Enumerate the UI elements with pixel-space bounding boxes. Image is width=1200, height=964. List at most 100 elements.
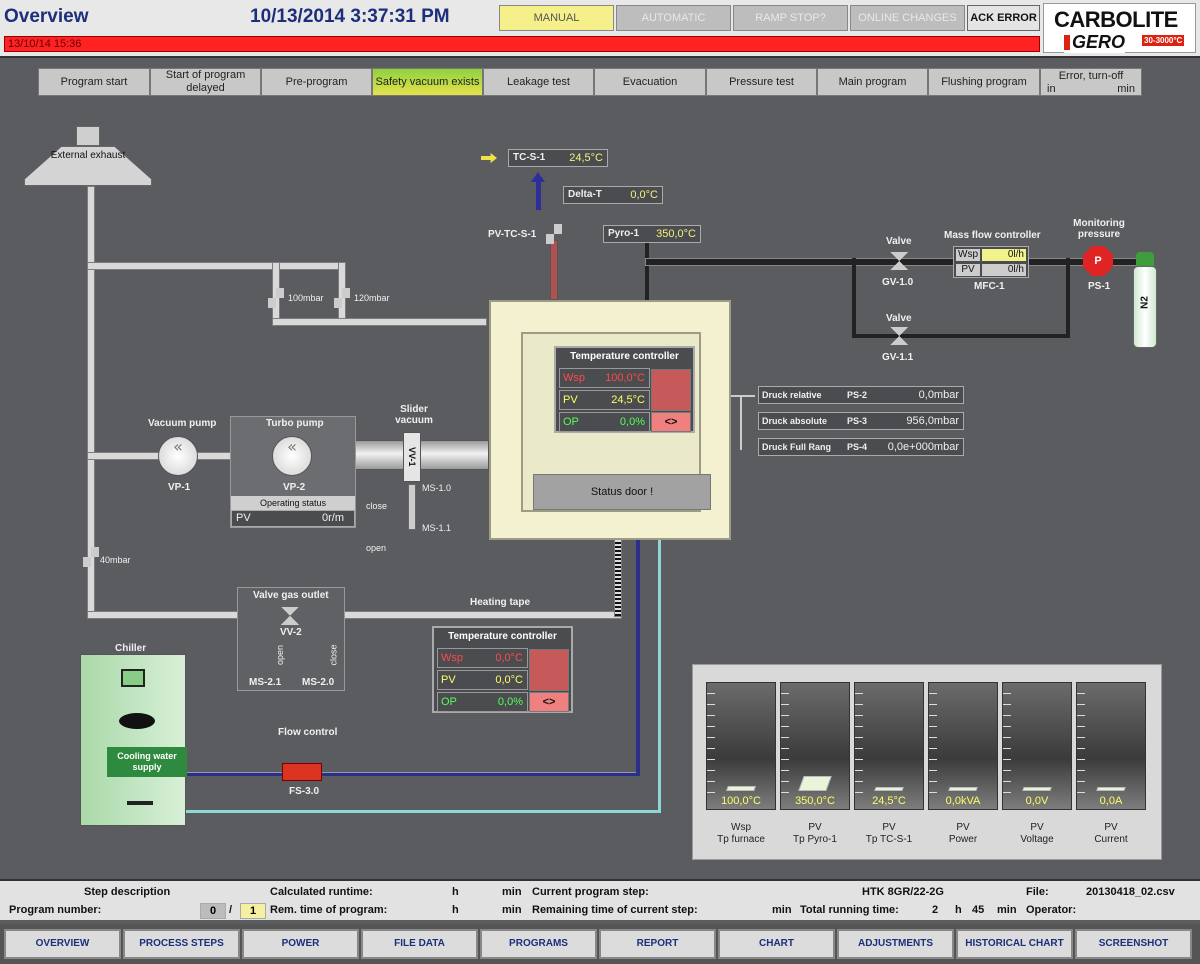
gauge-value: 100,0°C [721,795,761,807]
header: Overview 10/13/2014 3:37:31 PM MANUAL AU… [0,0,1200,58]
operator-label: Operator: [1026,904,1077,916]
step-program-start[interactable]: Program start [38,68,150,96]
slider-vacuum-title: Slider vacuum [395,404,433,426]
gauge-level [726,786,756,791]
step-start-delayed[interactable]: Start of program delayed [150,68,261,96]
mode-automatic-button[interactable]: AUTOMATIC [616,5,731,31]
slider-rod [408,484,416,530]
tc-tape-ramp-icon [529,649,569,691]
flow-control-icon[interactable] [282,763,322,781]
alarm-line[interactable]: 13/10/14 15:36 [4,36,1040,52]
status-bar: Step description Program number: 0 / 1 C… [0,879,1200,920]
gauge-value: 350,0°C [795,795,835,807]
chiller-unit[interactable]: Cooling water supply [80,654,187,826]
total-min-value: 45 [972,904,985,916]
exhaust-arrow-icon [531,172,545,210]
gauge-level [1022,787,1052,791]
tc-main-ramp-icon [651,369,691,411]
gv11-valve-icon[interactable] [885,327,913,345]
valve-120mbar-icon[interactable] [334,288,350,308]
slider-open-label: open [366,543,387,553]
water-supply-riser [636,540,640,776]
nav-file-data-button[interactable]: FILE DATA [361,929,478,959]
pvtcs1-valve-icon[interactable] [546,224,562,244]
tc-main-title: Temperature controller [556,348,693,366]
valve-40mbar-icon[interactable] [83,547,99,567]
gas-bypass-3 [1066,258,1070,338]
heating-tape-label: Heating tape [470,597,531,608]
nav-power-button[interactable]: POWER [242,929,359,959]
nav-adjustments-button[interactable]: ADJUSTMENTS [837,929,954,959]
vacuum-pump-icon[interactable]: « [158,436,198,476]
nav-screenshot-button[interactable]: SCREENSHOT [1075,929,1192,959]
valve-100mbar-icon[interactable] [268,288,284,308]
exhaust-heated-pipe [550,240,558,300]
ramp-stop-button[interactable]: RAMP STOP? [733,5,848,31]
vp1-label: VP-1 [168,482,191,493]
gas-outlet-pipe [87,611,622,619]
exhaust-label: External exhaust [50,150,126,161]
gv10-label: GV-1.0 [882,277,914,288]
pressure-switch-icon[interactable]: P [1083,246,1113,276]
step-main-program[interactable]: Main program [817,68,928,96]
nav-overview-button[interactable]: OVERVIEW [4,929,121,959]
water-supply-pipe [186,772,640,776]
mfc-panel: Wsp 0l/h PV 0l/h [953,246,1029,278]
ps-connector [731,395,755,397]
nav-report-button[interactable]: REPORT [599,929,716,959]
slider-vv1[interactable]: VV-1 [403,432,421,482]
nav-chart-button[interactable]: CHART [718,929,835,959]
valve-120mbar-label: 120mbar [354,293,390,303]
total-h-unit: h [955,904,962,916]
nav-programs-button[interactable]: PROGRAMS [480,929,597,959]
ack-error-button[interactable]: ACK ERROR [967,5,1040,31]
vp2-label: VP-2 [283,482,306,493]
status-door[interactable]: Status door ! [533,474,711,510]
online-changes-button[interactable]: ONLINE CHANGES [850,5,965,31]
step-pre-program[interactable]: Pre-program [261,68,372,96]
nav-historical-chart-button[interactable]: HISTORICAL CHART [956,929,1073,959]
calc-runtime-min: min [502,886,522,898]
step-flushing-program[interactable]: Flushing program [928,68,1040,96]
valve-gas-outlet-title: Valve gas outlet [253,590,329,601]
step-leakage-test[interactable]: Leakage test [483,68,594,96]
step-safety-vacuum[interactable]: Safety vacuum exists [372,68,483,96]
step-evacuation[interactable]: Evacuation [594,68,706,96]
mode-manual-button[interactable]: MANUAL [499,5,614,31]
tc-main-toggle-button[interactable]: <> [651,412,691,432]
nav-process-steps-button[interactable]: PROCESS STEPS [123,929,240,959]
turbo-pump-title: Turbo pump [266,418,324,429]
gauge-level [874,787,904,791]
gauge-value: 0,0V [1025,795,1049,807]
current-step-label: Current program step: [532,886,649,898]
gas-bypass-2 [852,334,1070,338]
slider-close-label: close [366,501,388,511]
water-return-riser [658,540,661,813]
gauge-1: 350,0°C [780,682,850,810]
gv10-valve-icon[interactable] [885,252,913,270]
ms21-open-label: open [275,644,286,666]
step-pressure-test[interactable]: Pressure test [706,68,817,96]
mfc-wsp-value[interactable]: 0l/h [982,249,1026,261]
gauge-3: 0,0kVA [928,682,998,810]
file-label: File: [1026,886,1049,898]
turbo-pump-icon[interactable]: « [272,436,312,476]
calc-runtime-label: Calculated runtime: [270,886,373,898]
tc-tape-title: Temperature controller [434,628,571,646]
tc-tape-toggle-button[interactable]: <> [529,692,569,712]
gauge-level [798,776,832,791]
vv2-valve-icon[interactable] [276,607,304,625]
